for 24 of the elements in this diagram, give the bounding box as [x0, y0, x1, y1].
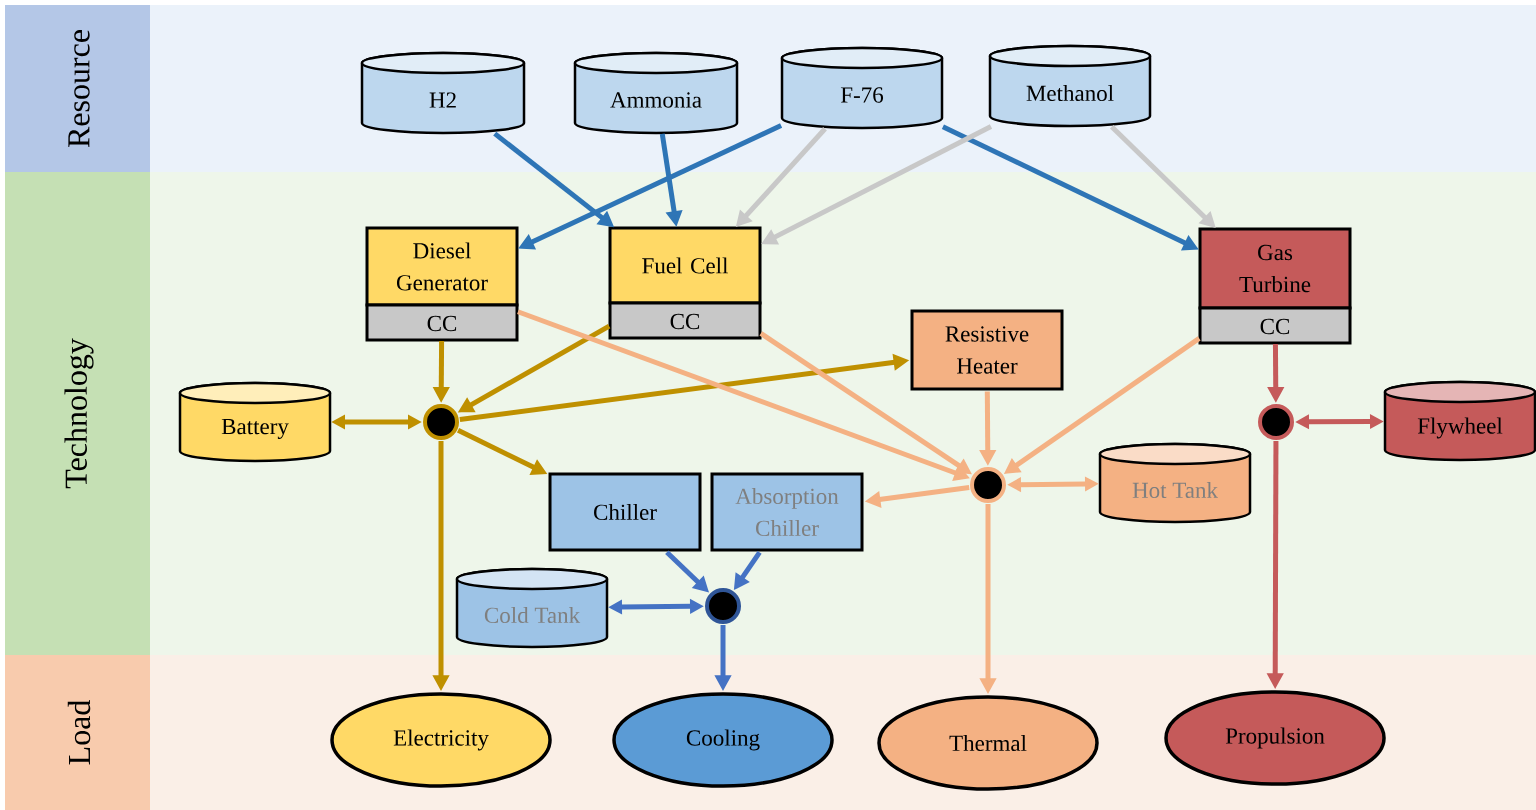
technology-box: Chiller [548, 472, 702, 552]
junction-node [423, 404, 459, 440]
node-label: CC [1260, 318, 1290, 335]
storage-tank: Battery [178, 381, 332, 463]
junction-node [1258, 404, 1294, 440]
junction-node [970, 467, 1006, 503]
band-label: Load [5, 655, 150, 810]
band-label: Technology [5, 172, 150, 655]
technology-box: Gas Turbine CC [1198, 227, 1352, 345]
technology-box: Absorption Chiller [710, 472, 864, 552]
storage-tank: F-76 [780, 46, 944, 130]
storage-tank: H2 [360, 51, 526, 135]
storage-tank: Hot Tank [1098, 442, 1252, 524]
band-label: Resource [5, 5, 150, 172]
storage-tank: Cold Tank [455, 567, 609, 649]
technology-box: Resistive Heater [910, 309, 1064, 391]
node-label: CC [670, 313, 700, 330]
technology-box: Fuel Cell CC [608, 226, 762, 340]
node-label: CC [427, 315, 457, 332]
technology-box: Diesel Generator CC [365, 226, 519, 342]
storage-tank: Methanol [988, 44, 1152, 128]
storage-tank: Ammonia [573, 51, 739, 135]
junction-node [705, 588, 741, 624]
storage-tank: Flywheel [1383, 380, 1536, 462]
